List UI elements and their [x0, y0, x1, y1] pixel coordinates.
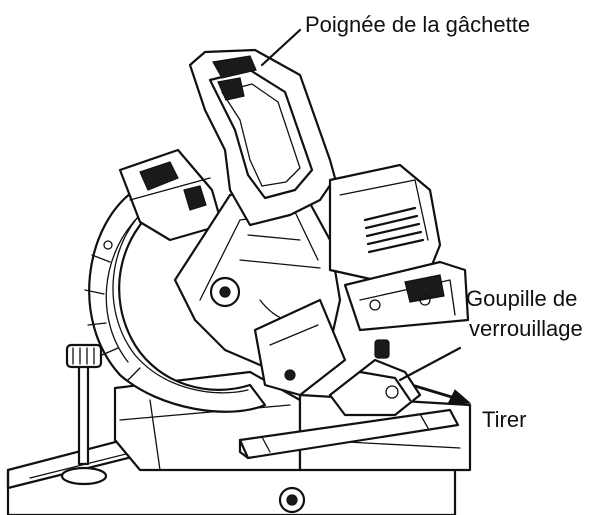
slide-housing — [328, 163, 470, 332]
pull-label: Tirer — [482, 407, 526, 432]
bevel-lock-knob — [60, 343, 108, 486]
lock-pin-leader — [398, 346, 462, 382]
lock-pin-label-line1: Goupille de — [466, 286, 577, 311]
trigger-handle-leader — [260, 28, 302, 67]
saw-arm — [173, 183, 347, 397]
lock-pin — [328, 339, 422, 417]
vent-slots — [363, 206, 425, 254]
fence — [238, 408, 460, 460]
lock-pin-label-line2: verrouillage — [469, 316, 583, 341]
motor-housing — [118, 148, 224, 242]
front-knob — [278, 486, 306, 514]
pull-arrow — [413, 384, 472, 405]
trigger-handle-label: Poignée de la gâchette — [305, 12, 530, 37]
blade-guard — [84, 188, 267, 413]
trigger-handle — [188, 48, 337, 227]
